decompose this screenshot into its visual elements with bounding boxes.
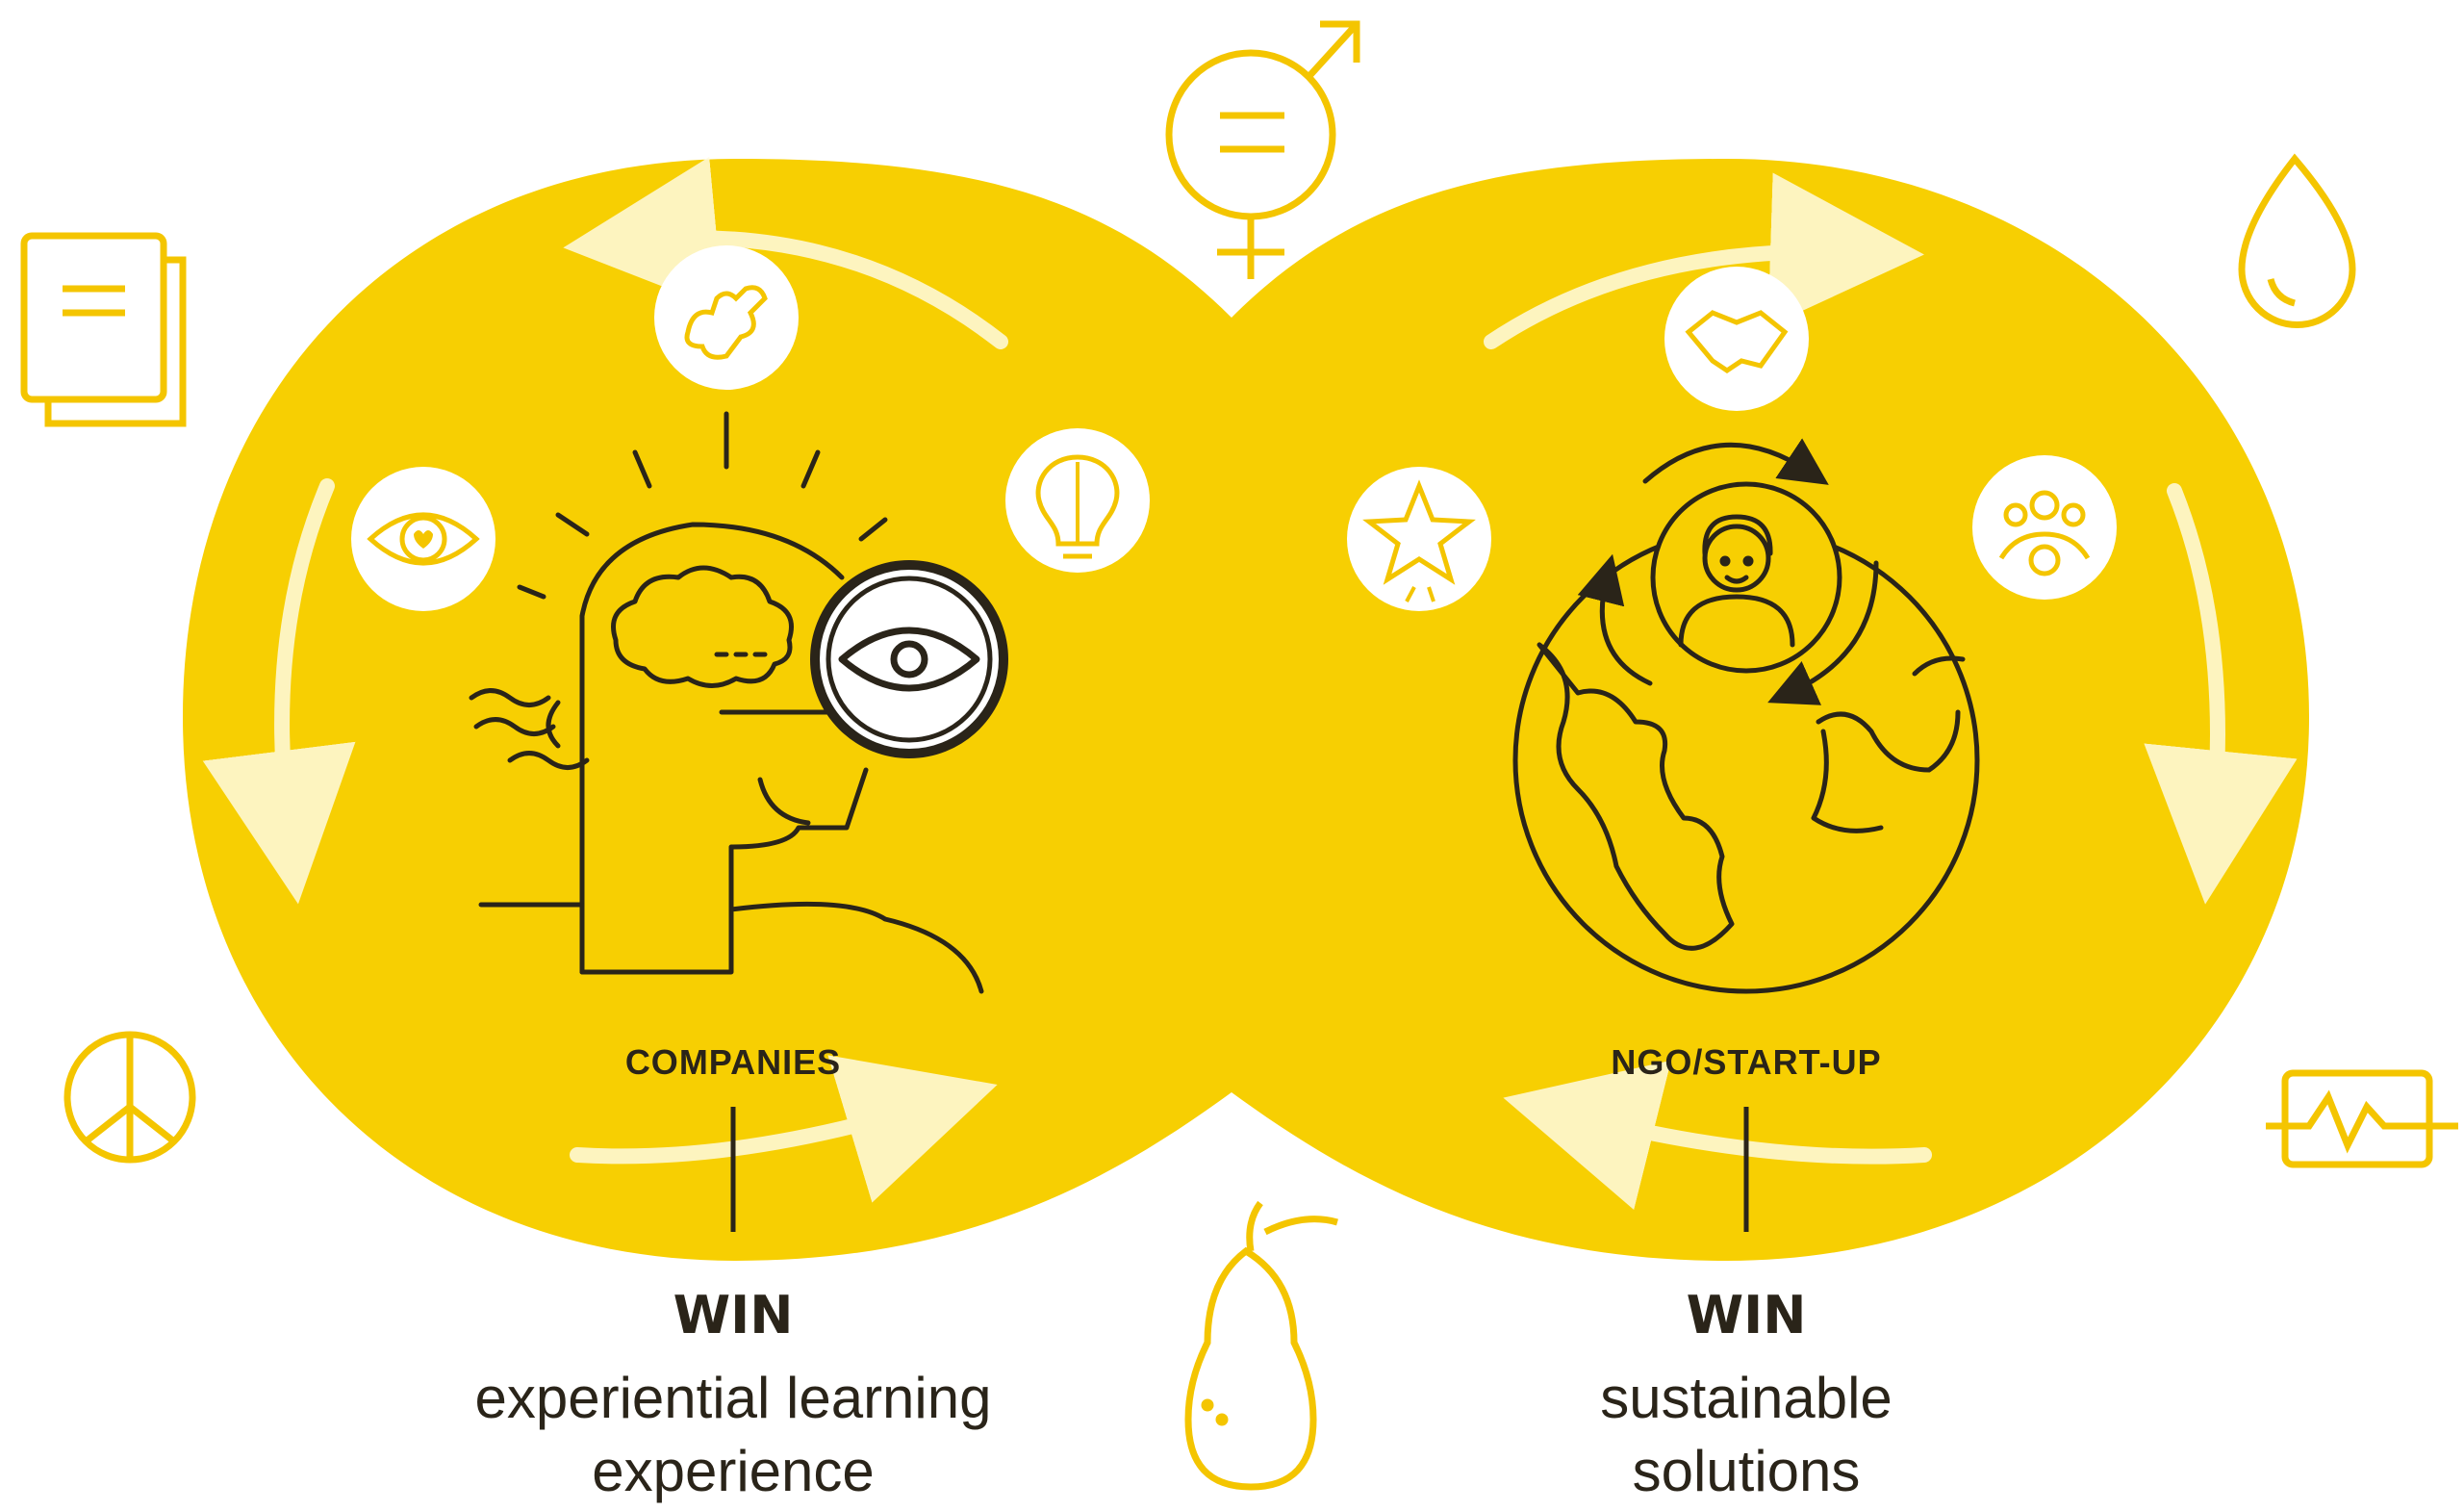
- peace-icon: [64, 1031, 196, 1164]
- heartbeat-monitor-icon: [2266, 1069, 2458, 1168]
- globe-person-illustration: [1512, 438, 1980, 994]
- right-win-description: sustainable solutions: [1361, 1362, 2131, 1508]
- heart-eye-icon: [351, 467, 495, 611]
- right-desc-line-1: sustainable: [1600, 1366, 1892, 1430]
- brain-bulb-icon: [1005, 428, 1150, 573]
- gender-equality-icon: [1165, 20, 1360, 279]
- water-drop-icon: [2238, 153, 2356, 328]
- puzzle-icon: [654, 245, 799, 390]
- left-desc-line-1: experiential learning: [474, 1366, 992, 1430]
- arrow-top-left: [563, 156, 1008, 349]
- arrow-right-down: [2144, 483, 2298, 905]
- left-desc-line-2: experience: [592, 1439, 875, 1503]
- star-euro-icon: [1347, 467, 1491, 611]
- right-win-heading: WIN: [1686, 1285, 1807, 1345]
- arrow-top-right: [1484, 172, 1924, 349]
- companies-label: COMPANIES: [624, 1042, 842, 1082]
- arrow-bottom-left: [570, 1055, 998, 1203]
- cycle-arrows: [202, 156, 2298, 1211]
- left-win-heading: WIN: [673, 1285, 794, 1345]
- head-magnifier-illustration: [469, 411, 1008, 994]
- pear-icon: [1184, 1200, 1338, 1491]
- left-win-description: experiential learning experience: [348, 1362, 1118, 1508]
- right-desc-line-2: solutions: [1632, 1439, 1861, 1503]
- arrow-bottom-right: [1503, 1060, 1932, 1211]
- ngo-startup-label: NGO/START-UP: [1611, 1042, 1882, 1082]
- yellow-infinity-shape: [183, 159, 2309, 1261]
- book-icon: [20, 232, 187, 427]
- community-icon: [1972, 455, 2117, 600]
- handshake-icon: [1664, 267, 1809, 411]
- arrow-left-down: [202, 478, 356, 905]
